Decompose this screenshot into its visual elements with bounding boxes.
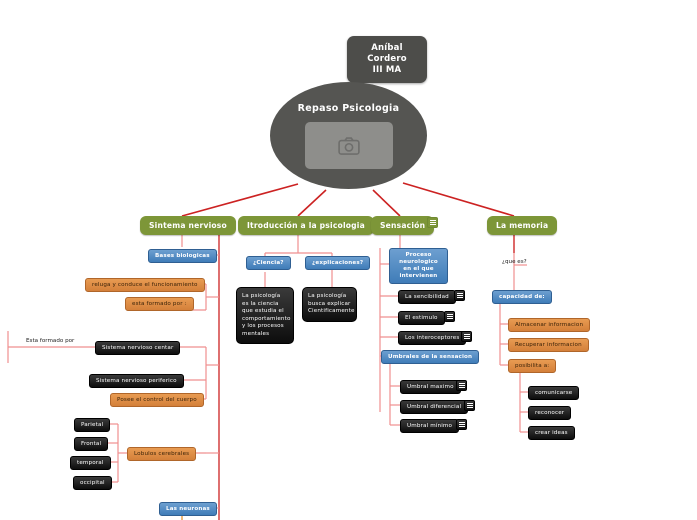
node-proceso-neurologico[interactable]: Proceso neurologico en el que interviene… [389,248,448,284]
branch-sensacion[interactable]: Sensación [371,216,435,235]
node-lobulos-cerebrales[interactable]: Lobulos cerebrales [127,447,197,461]
node-umbral-maximo[interactable]: Umbral maximo [400,380,461,394]
note-icon-umbral-maximo[interactable] [456,380,467,391]
node-explicacion-cientifica[interactable]: La psicología busca explicar Cientificam… [302,287,357,322]
node-posibilita-a[interactable]: posibilita a: [508,359,557,373]
node-bases-biologicas[interactable]: Bases biologicas [148,249,217,263]
node-regula-funcionamiento[interactable]: reluga y conduce el funcionamiento [85,278,205,292]
node-lobulo-temporal[interactable]: temporal [70,456,111,470]
node-sistema-nervioso-central[interactable]: Sistema nervioso centar [95,341,181,355]
node-esta-formado-por-colon[interactable]: esta formado por : [125,297,194,311]
node-los-interoceptores[interactable]: Los interoceptores [398,331,467,345]
node-lobulo-occipital[interactable]: occipital [73,476,112,490]
node-crear-ideas[interactable]: crear ideas [528,426,575,440]
branch-introduccion[interactable]: Itroducción a la psicologia [238,216,374,235]
root-node[interactable]: Repaso Psicologia [270,82,427,189]
camera-icon [337,136,360,155]
label-esta-formado-por: Esta formado por [26,338,75,344]
author-name: Aníbal Cordero [367,43,407,64]
root-photo-placeholder[interactable] [304,122,393,169]
node-lobulo-parietal[interactable]: Parietal [74,418,111,432]
node-umbrales-sensacion[interactable]: Umbrales de la sensacion [381,350,480,364]
author-chip: Aníbal Cordero III MA [347,36,427,83]
author-class: III MA [372,65,402,75]
node-recuperar-informacion[interactable]: Recuperar informacion [508,338,589,352]
note-icon-sencibilidad[interactable] [454,290,465,301]
node-ciencia-question[interactable]: ¿Ciencia? [246,256,291,270]
root-title: Repaso Psicologia [297,103,400,114]
note-icon-estimulo[interactable] [444,311,455,322]
node-umbral-minimo[interactable]: Umbral mínimo [400,419,460,433]
branch-sistema-nervioso[interactable]: Sintema nervioso [140,216,236,235]
node-posee-control-cuerpo[interactable]: Posee el control del cuerpo [110,393,204,407]
node-la-sencibilidad[interactable]: La sencibilidad [398,290,456,304]
node-almacenar-informacion[interactable]: Almacenar informacion [508,318,591,332]
node-umbral-diferencial[interactable]: Umbral diferencial [400,400,469,414]
node-comunicarse[interactable]: comunicarse [528,386,580,400]
node-definicion-psicologia[interactable]: La psicología es la ciencia que estudia … [236,287,294,344]
node-reconocer[interactable]: reconocer [528,406,572,420]
node-el-estimulo[interactable]: El estimulo [398,311,445,325]
node-las-neuronas[interactable]: Las neuronas [159,502,217,516]
node-sistema-nervioso-periferico[interactable]: Sistema nervioso periferico [89,374,184,388]
branch-memoria[interactable]: La memoria [487,216,558,235]
label-que-es: ¿que es? [502,259,527,265]
note-icon-interoceptores[interactable] [461,331,472,342]
note-icon-sensacion[interactable] [427,217,438,228]
node-lobulo-frontal[interactable]: Frontal [74,437,109,451]
note-icon-umbral-minimo[interactable] [456,419,467,430]
node-explicaciones-question[interactable]: ¿explicaciones? [305,256,371,270]
node-capacidad-de[interactable]: capacidad de: [492,290,552,304]
note-icon-umbral-diferencial[interactable] [464,400,475,411]
